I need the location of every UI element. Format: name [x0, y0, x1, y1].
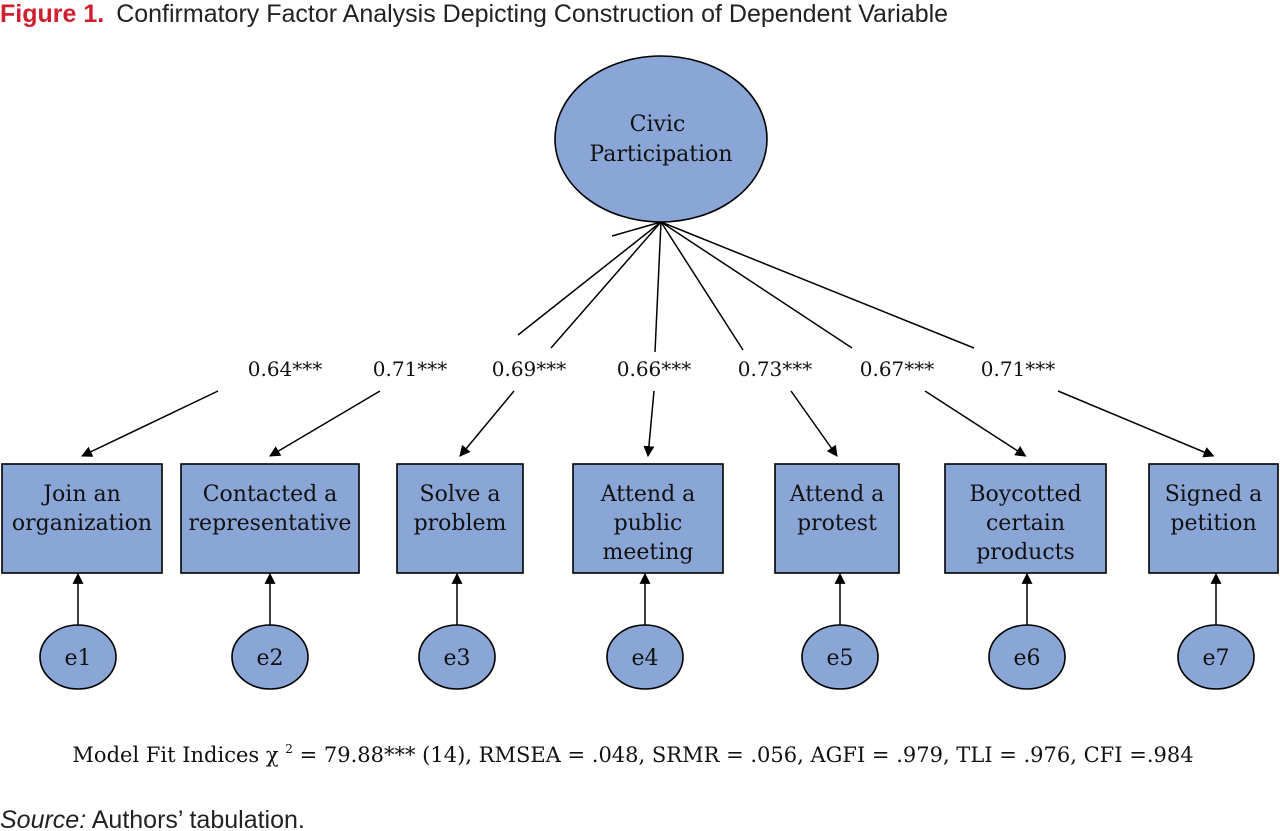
indicator-label: Signed a petition [1165, 482, 1263, 536]
loading-arrow [924, 390, 1027, 457]
indicator-label-line: protest [797, 511, 877, 536]
error-node [606, 624, 684, 690]
indicator-label: Join an organization [12, 482, 152, 536]
indicator-label-line: petition [1170, 511, 1256, 536]
indicator-box [180, 463, 360, 574]
latent-label: Civic Participation [589, 112, 732, 167]
figure-title: Confirmatory Factor Analysis Depicting C… [116, 0, 948, 28]
indicator-label: Contacted a representative [189, 482, 352, 536]
error-node [418, 624, 496, 690]
error-node [231, 624, 309, 690]
indicator-label-line: Attend a [600, 482, 696, 507]
indicator-label: Solve a problem [414, 482, 507, 536]
loading-label: 0.69*** [492, 357, 567, 381]
error-node [1177, 624, 1255, 690]
indicator-label-line: Solve a [420, 482, 501, 507]
model-fit-indices: Model Fit Indices χ 2 = 79.88*** (14), R… [72, 734, 1193, 767]
loading-arrow [459, 390, 515, 457]
indicator-label-line: Contacted a [203, 482, 338, 507]
indicator-label-line: representative [189, 511, 352, 536]
latent-ellipse [554, 55, 768, 223]
source-label: Source: [0, 806, 86, 831]
error-label: e7 [1202, 646, 1229, 671]
indicator-box [572, 463, 724, 574]
error-label: e1 [64, 646, 91, 671]
nodes-layer: 0.64*** Join an organization e1 0.71*** Conta… [1, 357, 1279, 690]
loading-label: 0.71*** [373, 357, 448, 381]
error-label: e6 [1013, 646, 1040, 671]
loading-arrow [1057, 390, 1215, 458]
indicator-label: Boycotted certain products [969, 482, 1081, 565]
latent-label-line: Civic [630, 112, 686, 137]
indicator-label-line: problem [414, 511, 507, 536]
indicator-box [1, 463, 163, 574]
indicator-box [1148, 463, 1279, 574]
loading-arrow [269, 390, 381, 457]
loading-label: 0.64*** [248, 357, 323, 381]
loading-arrow [790, 390, 838, 457]
figure-caption: Figure 1. Confirmatory Factor Analysis D… [0, 0, 948, 28]
latent-label-line: Participation [589, 142, 732, 167]
fit-chi-symbol: χ [266, 743, 279, 767]
indicator-label-line: public [614, 511, 683, 536]
indicator-label: Attend a protest [789, 482, 885, 536]
loading-label: 0.66*** [617, 357, 692, 381]
fit-rest: = 79.88*** (14), RMSEA = .048, SRMR = .0… [300, 743, 1194, 767]
loading-path-upper [550, 221, 662, 349]
indicator-label-line: meeting [602, 540, 693, 565]
error-label: e2 [256, 646, 283, 671]
loading-arrow [81, 390, 219, 457]
loading-path-upper [660, 221, 975, 349]
error-label: e3 [443, 646, 470, 671]
indicator-label-line: certain [986, 511, 1065, 536]
indicator-label-line: Boycotted [969, 482, 1081, 507]
loading-path-upper [611, 221, 662, 237]
error-node [39, 624, 117, 690]
indicator-label-line: organization [12, 511, 152, 536]
indicator-label-line: Signed a [1165, 482, 1263, 507]
source-note: Source: Authors’ tabulation. [0, 806, 305, 831]
figure-label: Figure 1. [0, 0, 104, 28]
error-label: e4 [631, 646, 658, 671]
fit-prefix: Model Fit Indices [72, 743, 265, 767]
error-label: e5 [826, 646, 853, 671]
edges-layer [72, 221, 1222, 625]
loading-arrow [643, 390, 655, 458]
indicator-box [944, 463, 1107, 574]
loading-label: 0.67*** [860, 357, 935, 381]
indicator-label-line: Join an [41, 482, 121, 507]
loading-path-upper [660, 221, 744, 351]
fit-chi-superscript: 2 [285, 742, 293, 756]
loading-label: 0.73*** [738, 357, 813, 381]
indicator-label-line: Attend a [789, 482, 885, 507]
loading-path-upper [517, 221, 662, 336]
indicator-label: Attend a public meeting [600, 482, 696, 565]
error-node [988, 624, 1066, 690]
error-node [801, 624, 879, 690]
indicator-label-line: products [976, 540, 1075, 565]
indicator-box [396, 463, 524, 574]
loading-path-upper [660, 221, 853, 349]
indicator-box [774, 463, 900, 574]
loading-label: 0.71*** [981, 357, 1056, 381]
loading-path-upper [654, 221, 662, 353]
source-text: Authors’ tabulation. [92, 806, 305, 831]
latent-node: Civic Participation [554, 55, 768, 223]
